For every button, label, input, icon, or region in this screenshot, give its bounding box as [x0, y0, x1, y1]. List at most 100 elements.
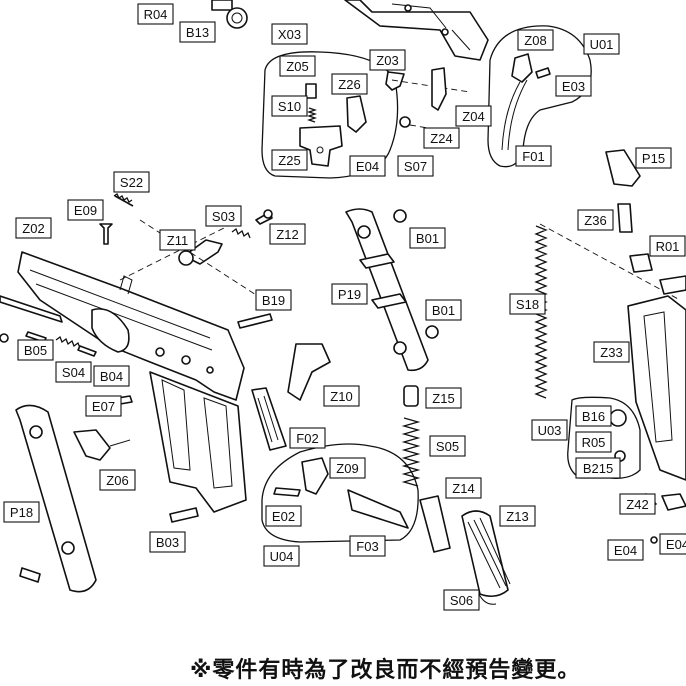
pin-b19-part — [237, 313, 273, 329]
slide-part — [344, 0, 489, 61]
mainspring-housing-z10 — [287, 343, 331, 401]
part-label-box — [515, 145, 552, 167]
pin-b03-part — [169, 507, 199, 523]
part-label-r04: R04 — [137, 3, 174, 25]
part-label-text: Z04 — [462, 109, 484, 124]
part-label-box — [445, 477, 482, 499]
part-label-box — [555, 75, 592, 97]
part-label-text: Z26 — [338, 77, 360, 92]
part-label-box — [93, 365, 130, 387]
part-label-box — [113, 171, 150, 193]
part-label-box — [269, 223, 306, 245]
part-label-box — [499, 505, 536, 527]
part-label-e04: E04 — [607, 539, 644, 561]
part-label-b03: B03 — [149, 531, 186, 553]
part-label-text: F03 — [356, 539, 378, 554]
part-label-text: P19 — [338, 287, 361, 302]
part-label-box — [425, 299, 462, 321]
part-label-box — [443, 589, 480, 611]
part-label-box — [575, 405, 612, 427]
part-label-text: R05 — [582, 435, 606, 450]
part-label-text: Z03 — [376, 53, 398, 68]
part-label-box — [575, 457, 621, 479]
part-label-text: B03 — [156, 535, 179, 550]
part-label-z02: Z02 — [15, 217, 52, 239]
part-label-r01: R01 — [649, 235, 686, 257]
part-label-text: Z11 — [167, 233, 188, 248]
part-label-b04: B04 — [93, 365, 130, 387]
part-label-b19: B19 — [255, 289, 292, 311]
part-label-text: Z36 — [584, 213, 606, 228]
part-label-b16: B16 — [575, 405, 612, 427]
barrel-bushing-part — [211, 0, 248, 29]
part-label-z25: Z25 — [271, 149, 308, 171]
part-label-text: Z12 — [276, 227, 298, 242]
part-label-text: F01 — [522, 149, 544, 164]
part-label-box — [509, 293, 546, 315]
part-label-box — [329, 457, 366, 479]
part-label-box — [331, 283, 368, 305]
part-label-box — [577, 209, 614, 231]
part-label-s07: S07 — [397, 155, 434, 177]
part-label-text: X03 — [278, 27, 301, 42]
part-label-box — [271, 149, 308, 171]
magazine-well-parts — [419, 495, 511, 605]
part-label-box — [369, 49, 406, 71]
spring-s22-part — [114, 195, 134, 207]
group-outline-x03 — [261, 51, 399, 179]
grip-panel-p18 — [15, 404, 97, 593]
part-label-box — [255, 289, 292, 311]
part-label-text: Z02 — [22, 221, 44, 236]
part-label-u03: U03 — [531, 419, 568, 441]
part-label-text: Z15 — [432, 391, 454, 406]
magazine-z33 — [627, 275, 686, 481]
part-label-box — [289, 427, 326, 449]
part-label-text: U04 — [270, 549, 294, 564]
part-label-z05: Z05 — [279, 55, 316, 77]
part-label-text: F02 — [296, 431, 318, 446]
part-label-text: B19 — [262, 293, 285, 308]
part-label-box — [635, 147, 672, 169]
part-label-z14: Z14 — [445, 477, 482, 499]
part-label-f01: F01 — [515, 145, 552, 167]
part-label-text: E02 — [272, 509, 295, 524]
part-label-text: R04 — [144, 7, 168, 22]
part-label-text: B05 — [24, 343, 47, 358]
part-label-box — [659, 533, 686, 555]
part-label-s10: S10 — [271, 95, 308, 117]
trigger-group-parts — [273, 457, 409, 529]
part-label-e04: E04 — [659, 533, 686, 555]
part-label-box — [607, 539, 644, 561]
hop-up-parts — [605, 149, 653, 273]
part-label-p19: P19 — [331, 283, 368, 305]
part-label-text: B16 — [582, 409, 605, 424]
part-label-text: R01 — [656, 239, 680, 254]
part-label-z11: Z11 — [159, 229, 196, 251]
part-label-s06: S06 — [443, 589, 480, 611]
part-label-box — [279, 55, 316, 77]
part-label-text: B01 — [432, 303, 455, 318]
disconnector-part — [431, 67, 447, 111]
part-label-e04: E04 — [349, 155, 386, 177]
part-label-box — [263, 545, 300, 567]
part-label-text: Z24 — [430, 131, 452, 146]
part-label-box — [429, 435, 466, 457]
part-label-z03: Z03 — [369, 49, 406, 71]
part-label-box — [455, 105, 492, 127]
part-label-f03: F03 — [349, 535, 386, 557]
part-label-text: S03 — [212, 209, 235, 224]
part-label-text: E09 — [74, 203, 97, 218]
screw-e09-part — [99, 223, 113, 245]
part-label-text: Z42 — [626, 497, 648, 512]
magazine-catch-z06 — [73, 429, 131, 461]
part-label-s18: S18 — [509, 293, 546, 315]
part-label-s03: S03 — [205, 205, 242, 227]
part-label-z33: Z33 — [593, 341, 630, 363]
group-outline-u03 — [567, 396, 641, 479]
part-label-text: P15 — [642, 151, 665, 166]
part-label-text: B215 — [583, 461, 613, 476]
part-label-text: Z06 — [106, 473, 128, 488]
part-label-z08: Z08 — [517, 29, 554, 51]
